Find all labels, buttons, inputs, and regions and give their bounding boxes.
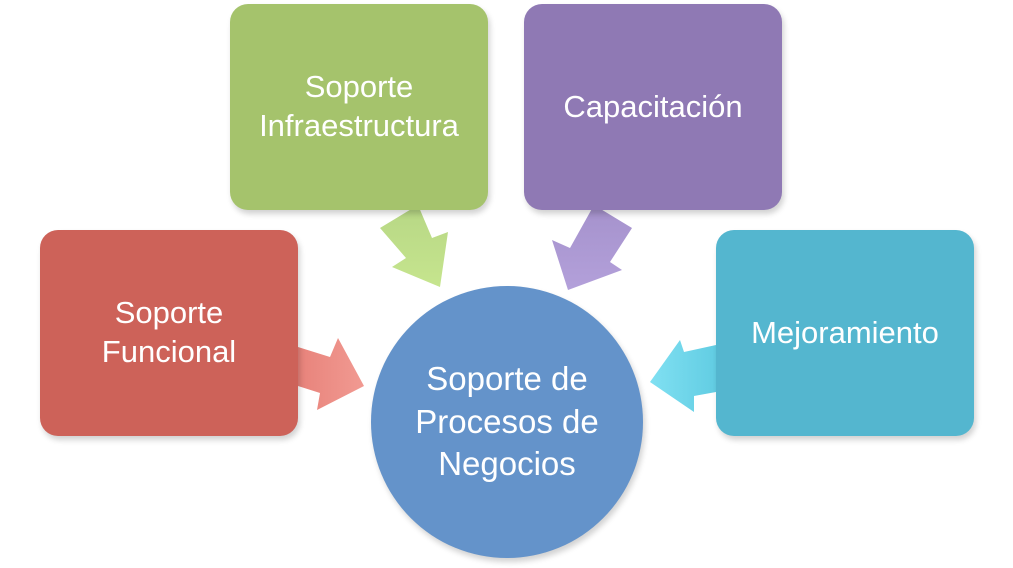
center-node-procesos-negocios: Soporte de Procesos de Negocios [371, 286, 643, 558]
arrow-funcional [298, 338, 364, 410]
node-label: Soporte Infraestructura [259, 69, 459, 143]
node-label: Mejoramiento [751, 314, 939, 350]
node-soporte-infraestructura: Soporte Infraestructura [230, 4, 488, 210]
node-capacitacion: Capacitación [524, 4, 782, 210]
node-mejoramiento: Mejoramiento [716, 230, 974, 436]
arrow-capacitacion [552, 205, 632, 290]
center-label: Soporte de Procesos de Negocios [415, 359, 599, 483]
node-label: Capacitación [563, 88, 743, 124]
node-label: Soporte Funcional [101, 295, 237, 369]
node-soporte-funcional: Soporte Funcional [40, 230, 298, 436]
arrow-mejoramiento [650, 340, 716, 412]
arrow-infraestructura [380, 205, 448, 287]
